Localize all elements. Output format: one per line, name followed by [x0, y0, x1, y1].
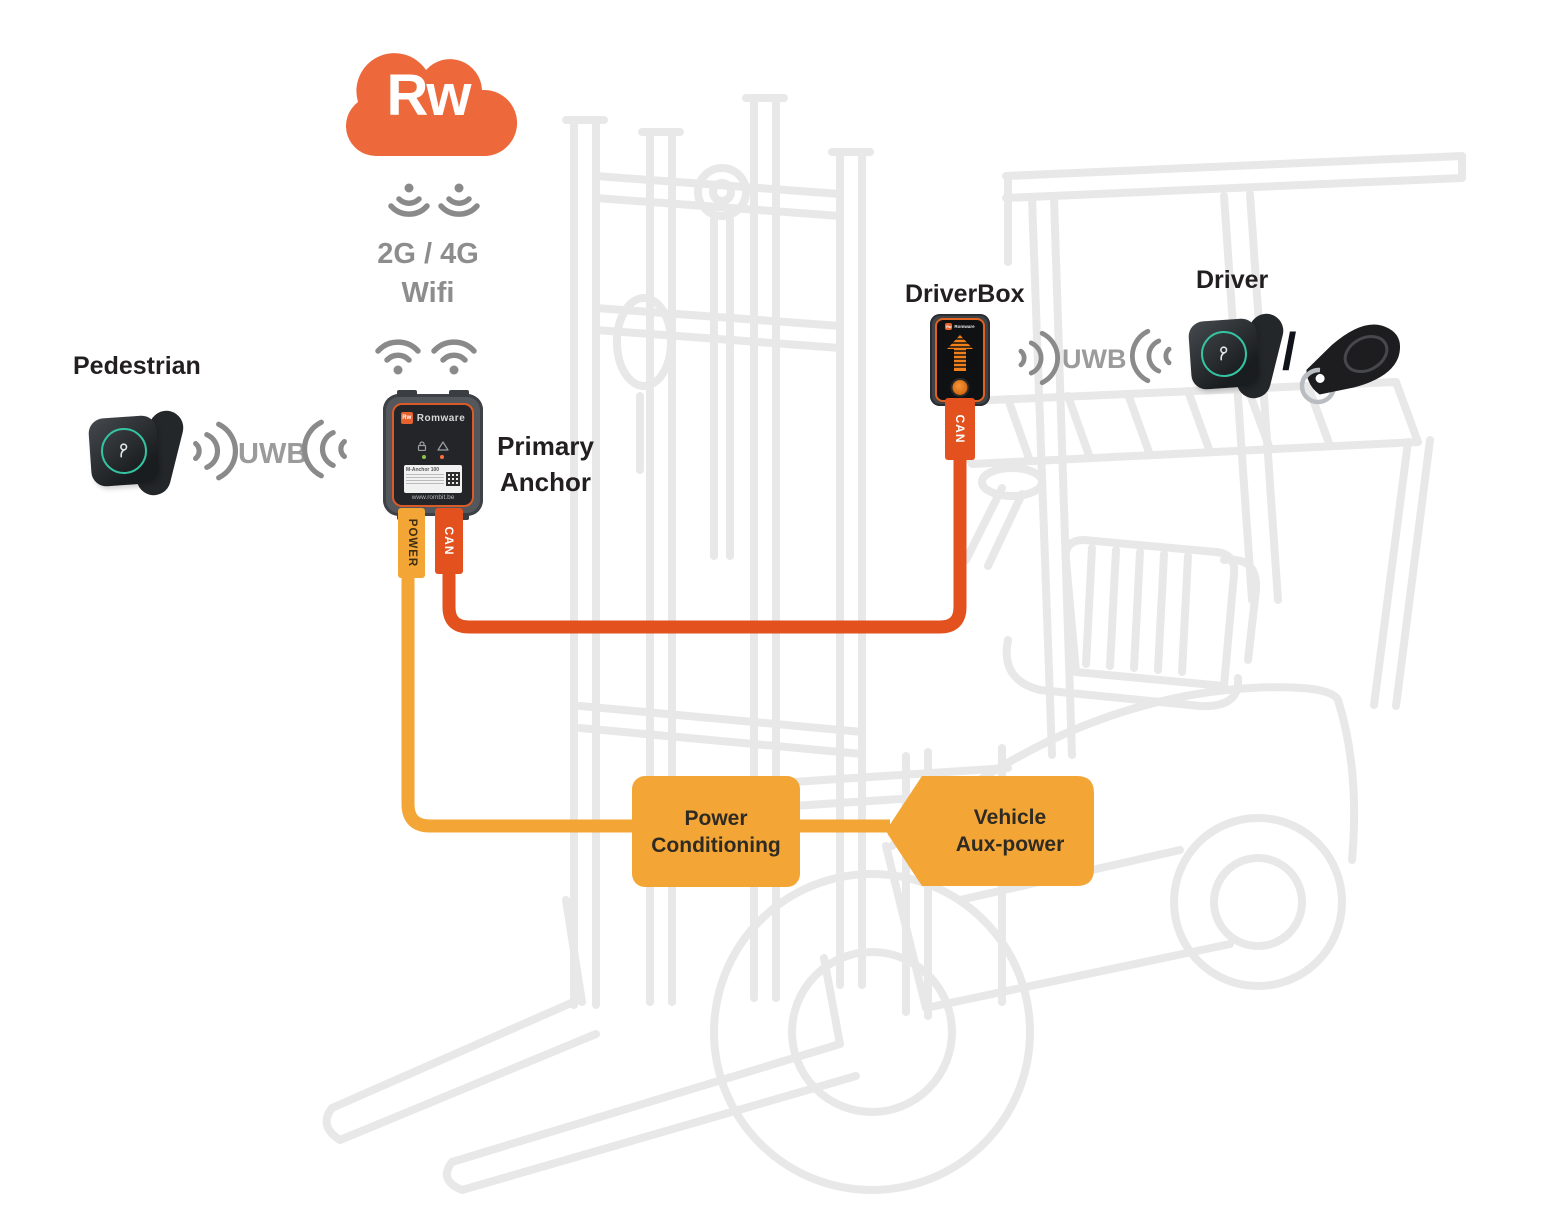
- uwb-waves-out-icon: [193, 421, 238, 481]
- anchor-brand-name: Romware: [416, 412, 466, 424]
- anchor-can-tag: CAN: [435, 508, 463, 574]
- vehicle-aux-power-text: Vehicle Aux-power: [924, 774, 1096, 888]
- driverbox-front-panel: Rw Romware: [935, 318, 985, 402]
- qr-code-icon: [446, 472, 460, 486]
- driverbox-brand-name: Romware: [954, 324, 975, 329]
- anchor-leds: [394, 455, 472, 459]
- primary-anchor-title-line1: Primary: [497, 431, 594, 461]
- anchor-mount-tab: [449, 390, 469, 397]
- anchor-can-tag-text: CAN: [442, 526, 456, 556]
- romware-logo-icon: Rw: [400, 412, 413, 424]
- cloud-shape: [346, 53, 518, 156]
- driverbox-can-tag-text: CAN: [953, 414, 967, 444]
- warning-triangle-icon: [437, 441, 449, 451]
- power-conditioning-box: Power Conditioning: [632, 776, 800, 887]
- wifi-label: Wifi: [401, 277, 455, 309]
- anchor-label-sticker: M-Anchor 100: [404, 465, 462, 493]
- anchor-front-panel: Rw Romware M-Anchor 100: [392, 403, 474, 507]
- lock-icon: [417, 441, 427, 451]
- driver-wearable: [1187, 308, 1287, 404]
- wearable-face: [87, 414, 161, 488]
- wearable-person-icon: [120, 443, 128, 458]
- driverbox-button: [952, 380, 968, 395]
- vehicle-aux-power-shape: [887, 776, 1094, 886]
- driverbox-label: DriverBox: [905, 280, 1025, 308]
- anchor-status-icons: [394, 441, 472, 451]
- primary-anchor-title: Primary Anchor: [488, 428, 603, 500]
- vehicle-aux-power-box: Vehicle Aux-power: [884, 774, 1096, 888]
- anchor-mount-tab: [397, 390, 417, 397]
- pedestrian-uwb-label: UWB: [238, 438, 308, 470]
- orange-led: [440, 455, 444, 459]
- or-separator: /: [1282, 323, 1297, 381]
- up-arrow-display-icon: [946, 335, 974, 371]
- driverbox-brand-row: Rw Romware: [937, 323, 983, 330]
- cloud-logo: Rw: [386, 63, 472, 128]
- power-tag: POWER: [398, 508, 425, 578]
- anchor-model-text: M-Anchor 100: [406, 467, 444, 491]
- cellular-label: 2G / 4G: [377, 238, 479, 270]
- wifi-icon: [431, 339, 477, 375]
- wearable-face: [1187, 317, 1261, 391]
- vehicle-aux-line2: Aux-power: [955, 833, 1065, 856]
- driverbox-device: Rw Romware: [930, 314, 990, 406]
- primary-anchor-device: Rw Romware M-Anchor 100: [383, 390, 483, 520]
- uwb-waves-in-icon: [1130, 328, 1172, 384]
- broadcast-icon: [388, 183, 430, 217]
- anchor-url: www.rombit.be: [411, 494, 455, 501]
- pedestrian-label: Pedestrian: [73, 352, 201, 380]
- green-led: [422, 455, 426, 459]
- wifi-icon: [375, 339, 421, 375]
- power-conditioning-line1: Power: [684, 806, 748, 830]
- driverbox-uwb-label: UWB: [1062, 344, 1127, 374]
- pedestrian-wearable: [87, 405, 187, 501]
- driverbox-can-tag: CAN: [945, 398, 975, 460]
- vehicle-aux-line1: Vehicle: [973, 806, 1047, 829]
- uwb-waves-in-icon: [302, 419, 347, 479]
- driver-label: Driver: [1196, 266, 1269, 294]
- romware-logo-icon: Rw: [945, 323, 953, 330]
- power-conditioning-line2: Conditioning: [651, 833, 781, 857]
- uwb-waves-out-icon: [1018, 330, 1060, 386]
- power-tag-text: POWER: [405, 518, 418, 568]
- broadcast-icon: [438, 183, 480, 217]
- anchor-brand-row: Rw Romware: [394, 412, 472, 424]
- power-conditioning-text: Power Conditioning: [651, 805, 780, 859]
- cloud-icon: Rw: [328, 28, 528, 172]
- wearable-person-icon: [1220, 346, 1228, 361]
- keyfob-icon: [1299, 324, 1401, 405]
- primary-anchor-title-line2: Anchor: [500, 467, 591, 497]
- sticker-fine-print: [406, 474, 444, 486]
